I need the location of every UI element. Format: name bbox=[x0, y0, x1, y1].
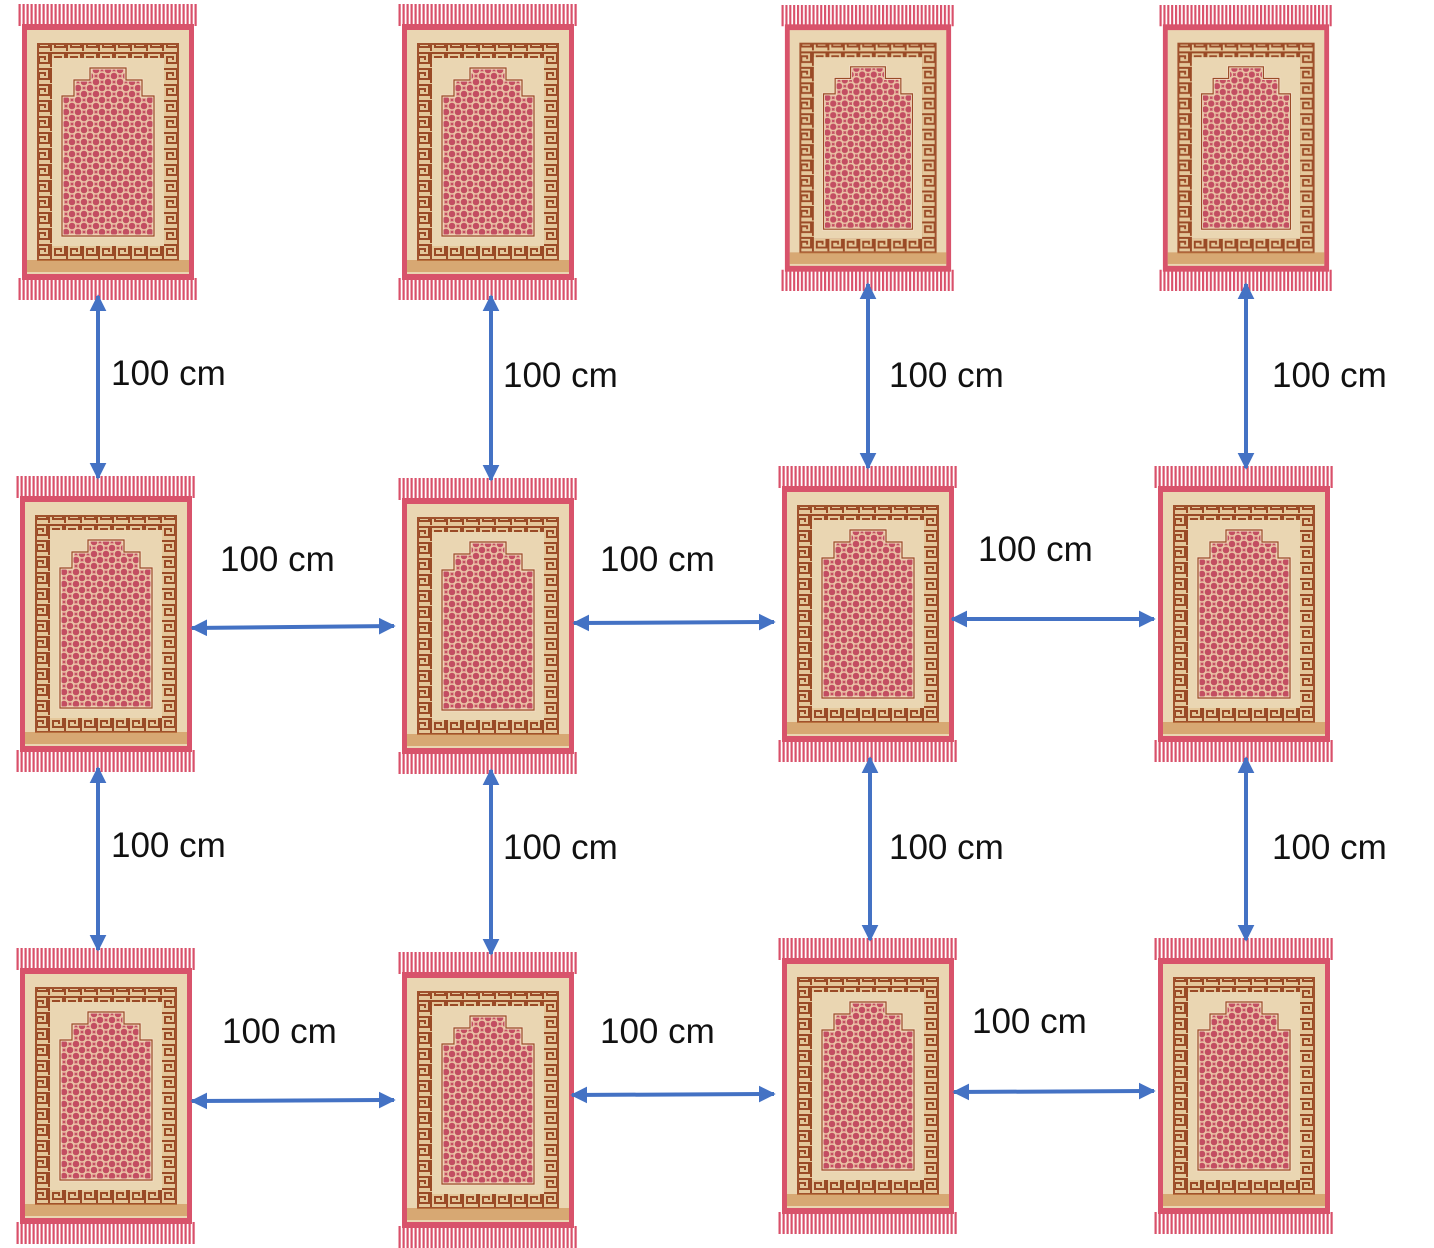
distance-label-h-r3-g1: 100 cm bbox=[222, 1012, 337, 1051]
arrow-h-r2-g2 bbox=[572, 613, 776, 632]
arrow-h-r3-g1 bbox=[190, 1091, 396, 1110]
distance-label-v-r2-c4: 100 cm bbox=[1272, 828, 1387, 867]
distance-label-v-r1-c1: 100 cm bbox=[111, 354, 226, 393]
distance-label-v-r1-c3: 100 cm bbox=[889, 356, 1004, 395]
arrow-h-r3-g3 bbox=[952, 1082, 1156, 1101]
distance-label-v-r2-c2: 100 cm bbox=[503, 828, 618, 867]
arrow-h-r2-g1 bbox=[190, 617, 396, 637]
distance-label-h-r2-g1: 100 cm bbox=[220, 540, 335, 579]
distance-label-v-r1-c4: 100 cm bbox=[1272, 356, 1387, 395]
distance-label-h-r2-g2: 100 cm bbox=[600, 540, 715, 579]
arrow-h-r3-g2 bbox=[570, 1085, 776, 1104]
distance-label-v-r2-c1: 100 cm bbox=[111, 826, 226, 865]
distance-label-h-r3-g2: 100 cm bbox=[600, 1012, 715, 1051]
distance-label-v-r2-c3: 100 cm bbox=[889, 828, 1004, 867]
distance-label-h-r3-g3: 100 cm bbox=[972, 1002, 1087, 1041]
distance-label-h-r2-g3: 100 cm bbox=[978, 530, 1093, 569]
distance-label-v-r1-c2: 100 cm bbox=[503, 356, 618, 395]
